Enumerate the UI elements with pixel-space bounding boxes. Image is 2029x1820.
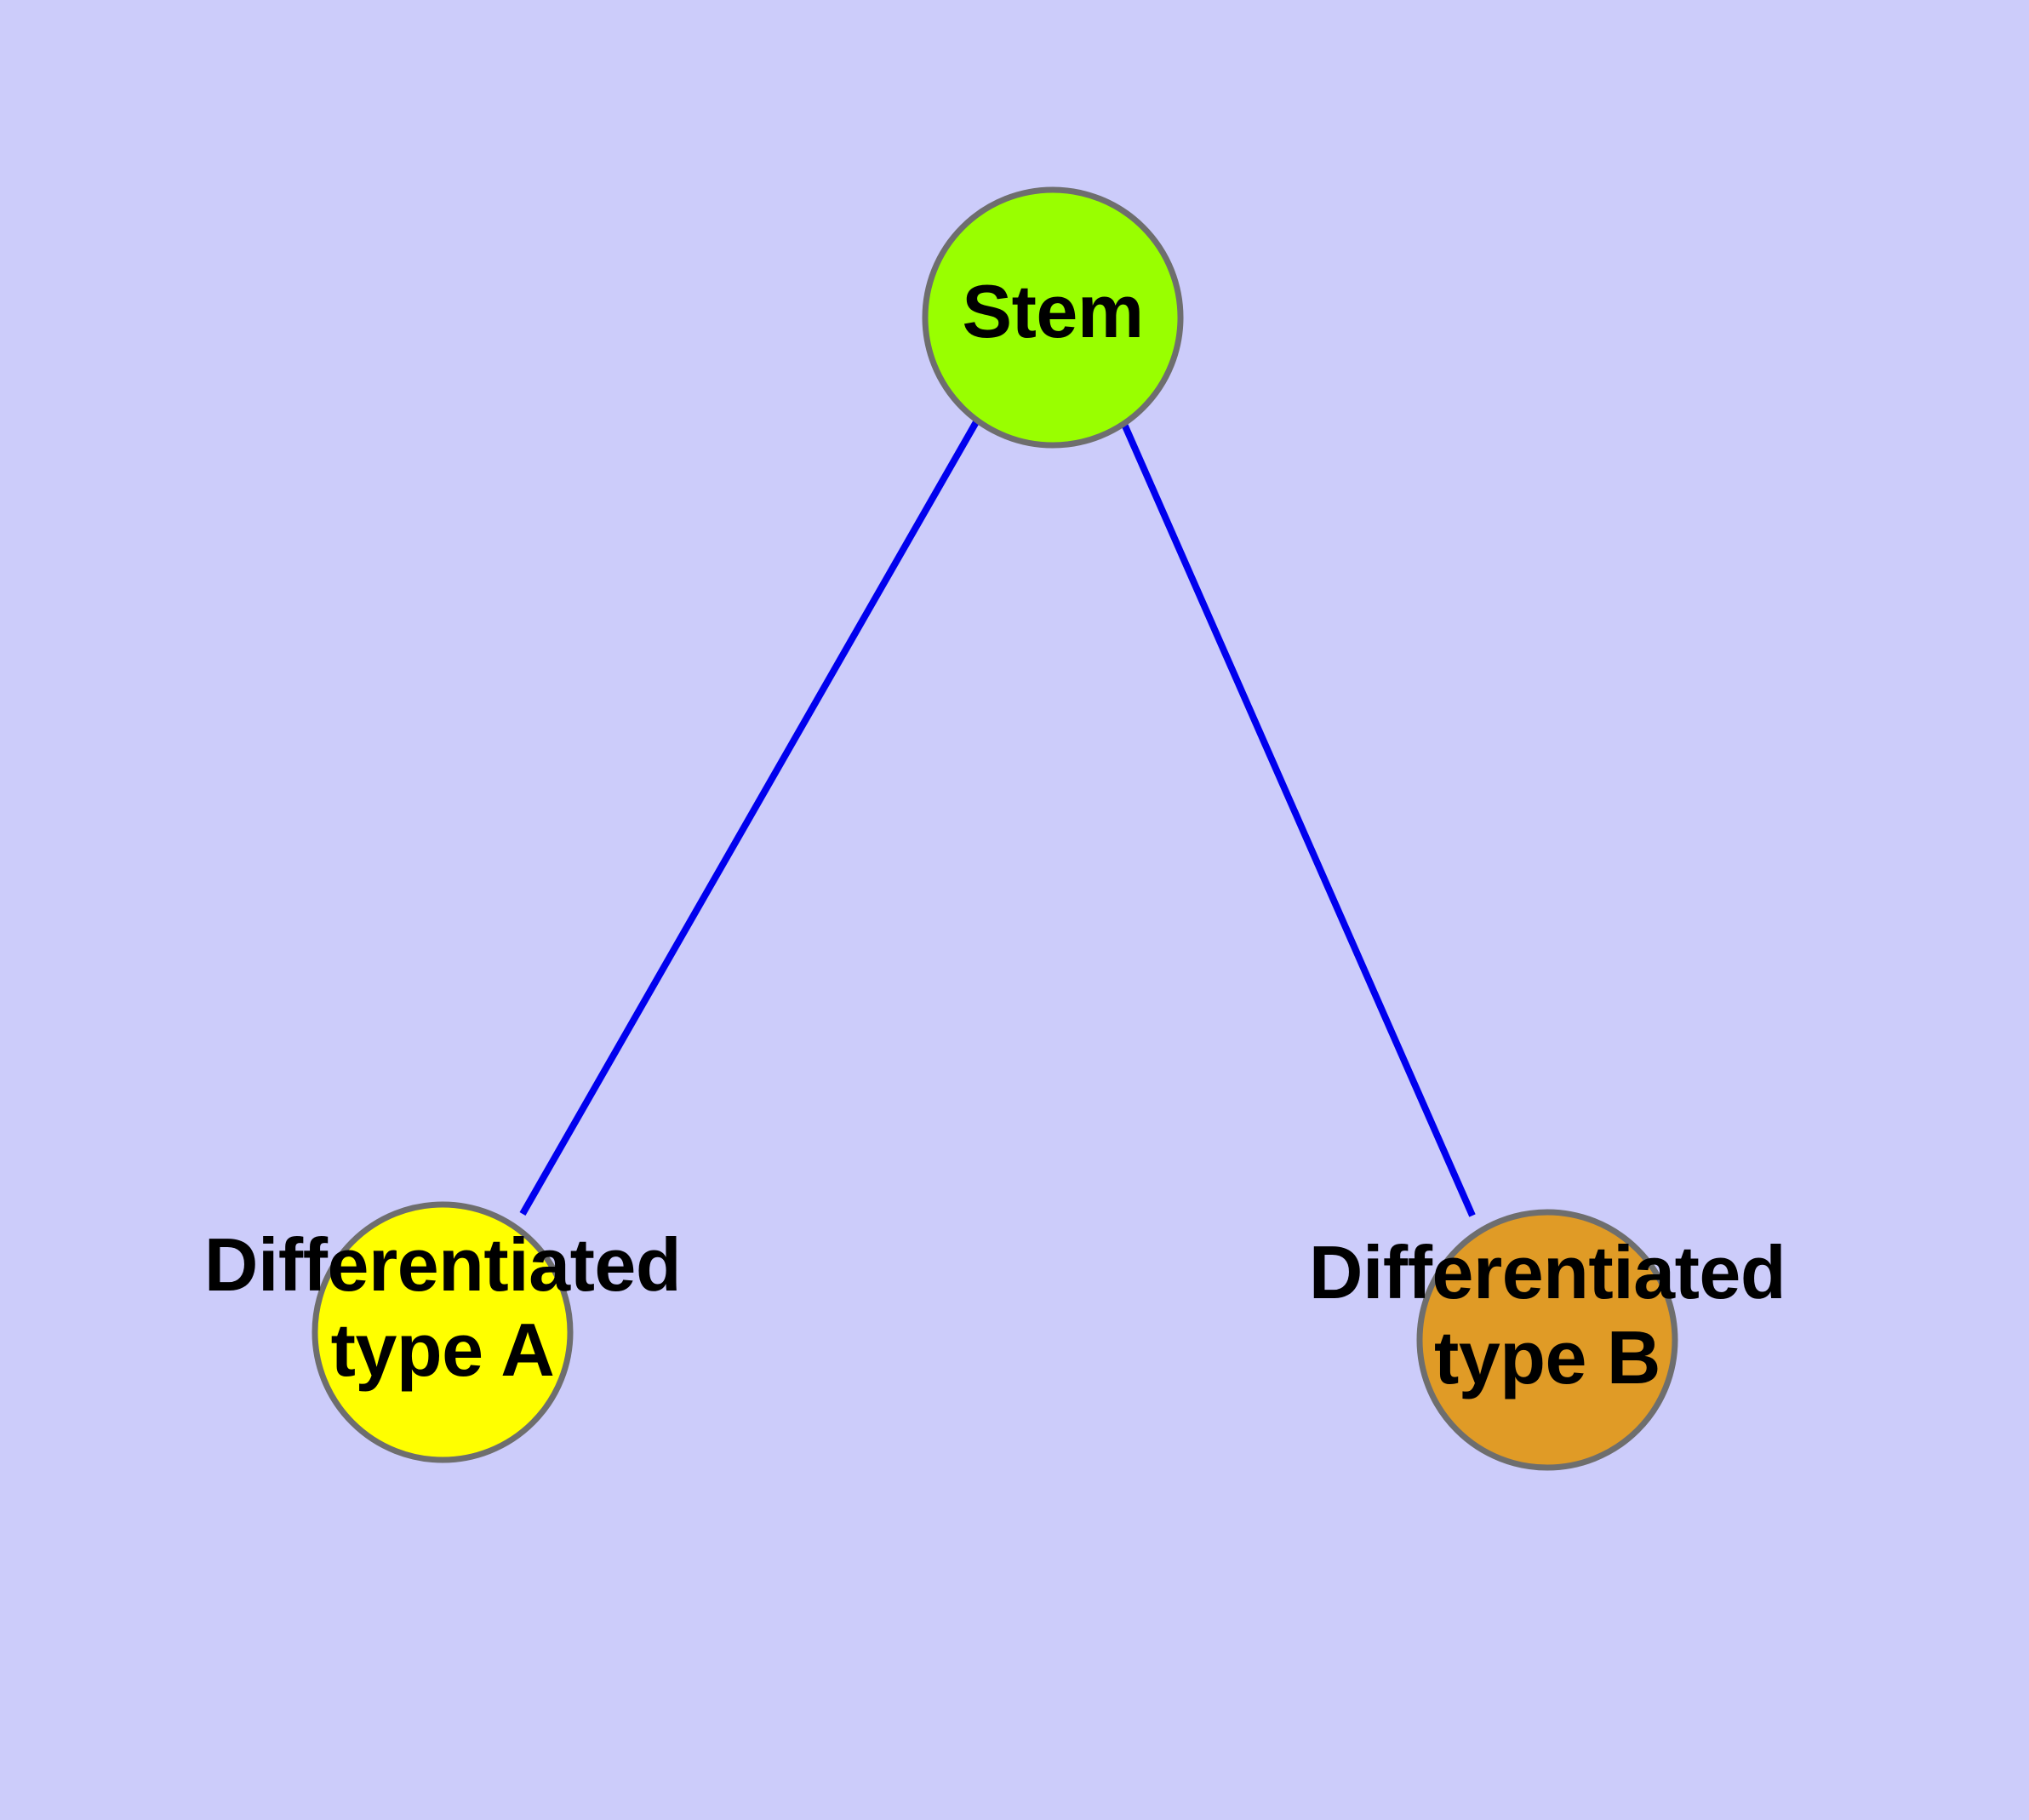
node-differentiated-type-a-circle[interactable] — [311, 1201, 574, 1463]
node-stem-label: Stem — [962, 269, 1143, 353]
edge-stem-to-differentiated-a[interactable] — [519, 419, 980, 1216]
node-stem[interactable]: Stem — [922, 186, 1184, 449]
node-differentiated-type-b-circle[interactable] — [1416, 1209, 1678, 1471]
edge-layer — [519, 419, 1476, 1217]
node-stem-circle[interactable] — [922, 186, 1184, 449]
edge-stem-to-differentiated-b[interactable] — [1120, 421, 1476, 1217]
